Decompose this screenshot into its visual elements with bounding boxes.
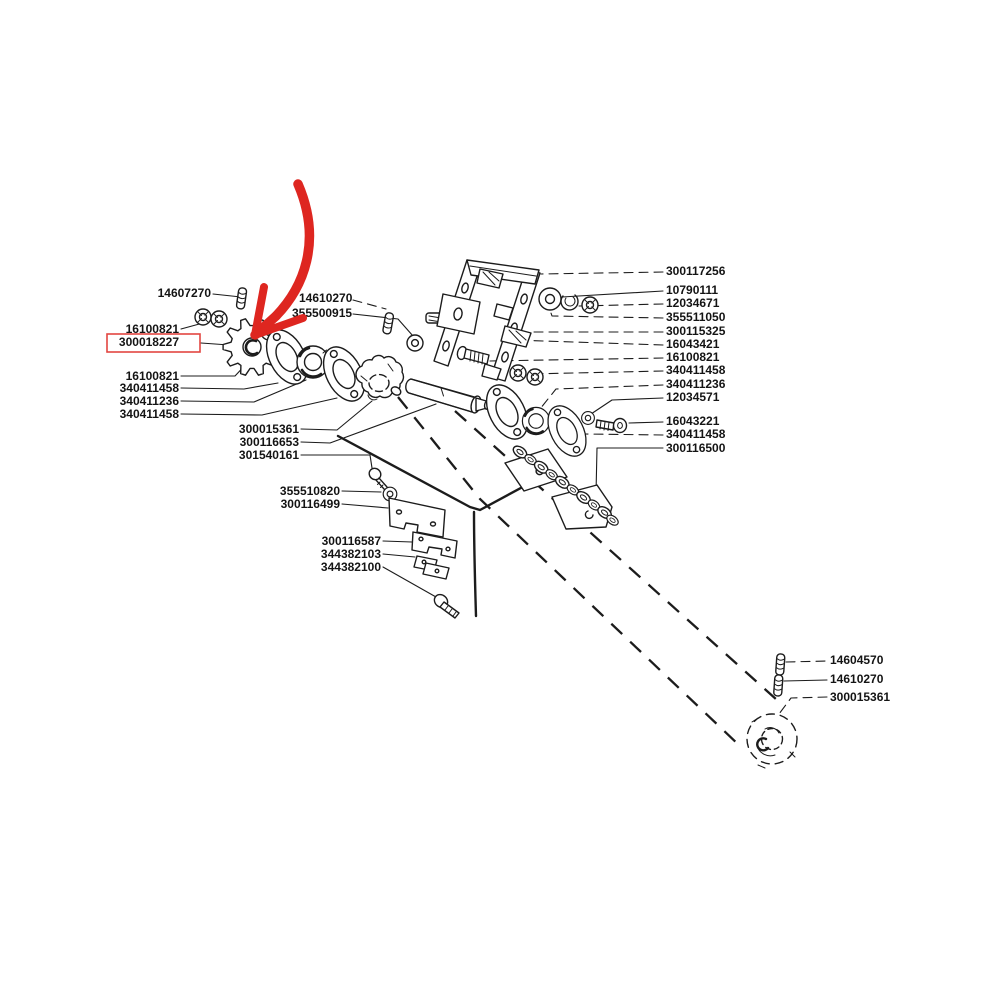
stud-pin	[235, 286, 248, 311]
part-label-highlighted: 300018227	[119, 335, 179, 349]
stud-pin	[381, 311, 395, 336]
highlight-box	[106, 333, 201, 353]
upper-chain-sprocket	[355, 354, 405, 401]
washer	[581, 411, 595, 425]
lower-sprocket-group	[746, 653, 798, 769]
chain-guards	[504, 448, 613, 530]
washer-set	[538, 287, 599, 314]
part-label: 16043421	[666, 337, 720, 351]
leader-lines	[180, 271, 828, 715]
bracket-bolt	[456, 345, 490, 365]
hex-nut	[210, 310, 228, 328]
hex-nut	[194, 308, 212, 326]
part-label: 12034671	[666, 296, 720, 310]
part-label: 300117256	[666, 264, 726, 278]
hex-nut	[526, 368, 544, 386]
part-label: 340411458	[666, 427, 726, 441]
stud-pin	[774, 653, 786, 676]
part-label: 300116499	[281, 497, 341, 511]
stud-pin	[772, 674, 784, 697]
part-label: 14607270	[158, 286, 212, 300]
part-label: 300015361	[239, 422, 299, 436]
part-label: 355511050	[666, 310, 726, 324]
chain-run-dashed-lines	[397, 396, 778, 748]
part-label: 340411458	[120, 407, 180, 421]
lower-chain-sprocket-hidden	[746, 713, 798, 769]
part-label: 355510820	[280, 484, 340, 498]
part-label: 16100821	[666, 350, 720, 364]
drive-shaft	[405, 378, 492, 414]
bracket-block-lower	[500, 325, 532, 348]
hex-nut	[509, 364, 527, 382]
screw	[368, 467, 388, 490]
part-label: 301540161	[239, 448, 299, 462]
part-label: 300015361	[830, 690, 890, 704]
bracket-plate-small	[411, 531, 458, 559]
part-label: 300116653	[240, 435, 300, 449]
part-label: 14610270	[830, 672, 884, 686]
washer	[406, 334, 424, 352]
part-label: 16043221	[666, 414, 720, 428]
part-label: 300116587	[322, 534, 382, 548]
part-labels: 14607270 16100821 300018227 16100821 340…	[119, 264, 890, 704]
part-label: 340411458	[666, 363, 726, 377]
panel-corner-outline	[336, 434, 560, 618]
hex-nut	[581, 296, 599, 314]
part-label: 355500915	[292, 306, 352, 320]
bolt	[595, 417, 628, 434]
part-label: 14610270	[299, 291, 353, 305]
ball-bearing-2	[521, 406, 551, 436]
screw-2	[433, 593, 460, 619]
retainer-clips	[413, 555, 450, 580]
part-label: 340411236	[120, 394, 180, 408]
bracket-plate	[388, 497, 446, 538]
part-label: 344382103	[321, 547, 381, 561]
part-label: 14604570	[830, 653, 884, 667]
part-label: 16100821	[126, 369, 180, 383]
fastener-parts	[368, 467, 460, 619]
part-label: 10790111	[666, 283, 718, 297]
part-label: 300115325	[666, 324, 726, 338]
part-label: 344382100	[321, 560, 381, 574]
part-label: 340411458	[120, 381, 180, 395]
bracket-cross-plate	[425, 293, 481, 335]
highlight-arrow	[250, 179, 315, 340]
part-label: 340411236	[666, 377, 726, 391]
part-label: 16100821	[126, 322, 180, 336]
part-label: 300116500	[666, 441, 726, 455]
bracket-block	[476, 268, 504, 289]
part-label: 12034571	[666, 390, 720, 404]
mounting-bracket	[425, 259, 544, 386]
output-cluster	[477, 377, 628, 464]
